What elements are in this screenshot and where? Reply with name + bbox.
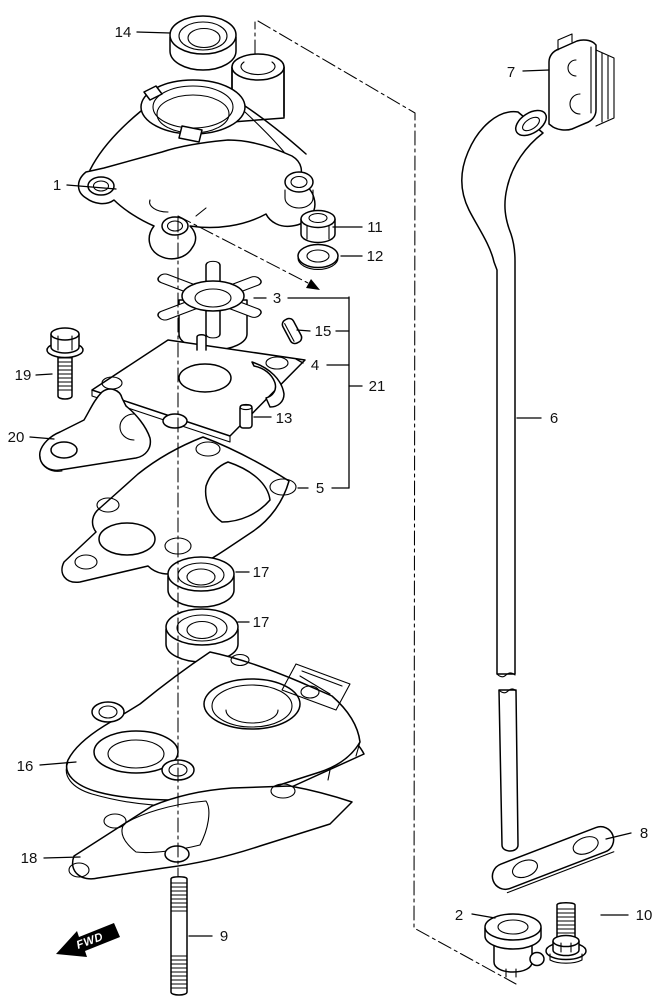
assembly-centerlines <box>177 20 517 985</box>
oil-seal-top <box>169 15 237 71</box>
clamp-plate <box>491 825 615 894</box>
stud-bolt <box>170 876 188 996</box>
callout-7: 7 <box>507 64 515 81</box>
leader-lines <box>29 31 632 937</box>
callout-19: 19 <box>15 367 32 384</box>
flange-bolt <box>545 902 587 964</box>
impeller <box>157 260 262 351</box>
lower-housing <box>65 651 365 807</box>
dowel-pin <box>239 403 253 429</box>
mount-bracket <box>39 388 152 472</box>
washer <box>297 243 339 271</box>
callout-5: 5 <box>316 480 324 497</box>
callout-15: 15 <box>315 323 332 340</box>
hex-flange-bolt <box>46 327 84 400</box>
fwd-arrow: FWD <box>56 923 120 957</box>
upper-gasket <box>61 436 297 583</box>
callout-labels: 14 1 7 11 12 3 15 4 21 13 19 20 5 17 17 … <box>8 24 653 945</box>
callout-13: 13 <box>276 410 293 427</box>
callout-1: 1 <box>53 177 61 194</box>
hex-nut <box>300 209 336 244</box>
callout-18: 18 <box>21 850 38 867</box>
callout-3: 3 <box>273 290 281 307</box>
callout-11: 11 <box>367 219 383 236</box>
callout-20: 20 <box>8 429 25 446</box>
callout-6: 6 <box>550 410 558 427</box>
callout-14: 14 <box>115 24 132 41</box>
impeller-key <box>281 317 303 345</box>
callout-12: 12 <box>367 248 384 265</box>
callout-17a: 17 <box>253 564 270 581</box>
water-tube <box>461 109 548 852</box>
callout-17b: 17 <box>253 614 270 631</box>
tube-seal-block <box>548 33 615 131</box>
callout-21: 21 <box>369 378 386 395</box>
callout-4: 4 <box>311 357 319 374</box>
callout-9: 9 <box>220 928 228 945</box>
oil-seal-upper <box>167 556 235 608</box>
callout-8: 8 <box>640 825 648 842</box>
callout-2: 2 <box>455 907 463 924</box>
callout-16: 16 <box>17 758 34 775</box>
oil-seal-lower <box>165 608 239 663</box>
lower-gasket <box>68 783 353 880</box>
grommet <box>484 913 545 978</box>
callout-10: 10 <box>636 907 653 924</box>
pump-case <box>77 79 316 260</box>
